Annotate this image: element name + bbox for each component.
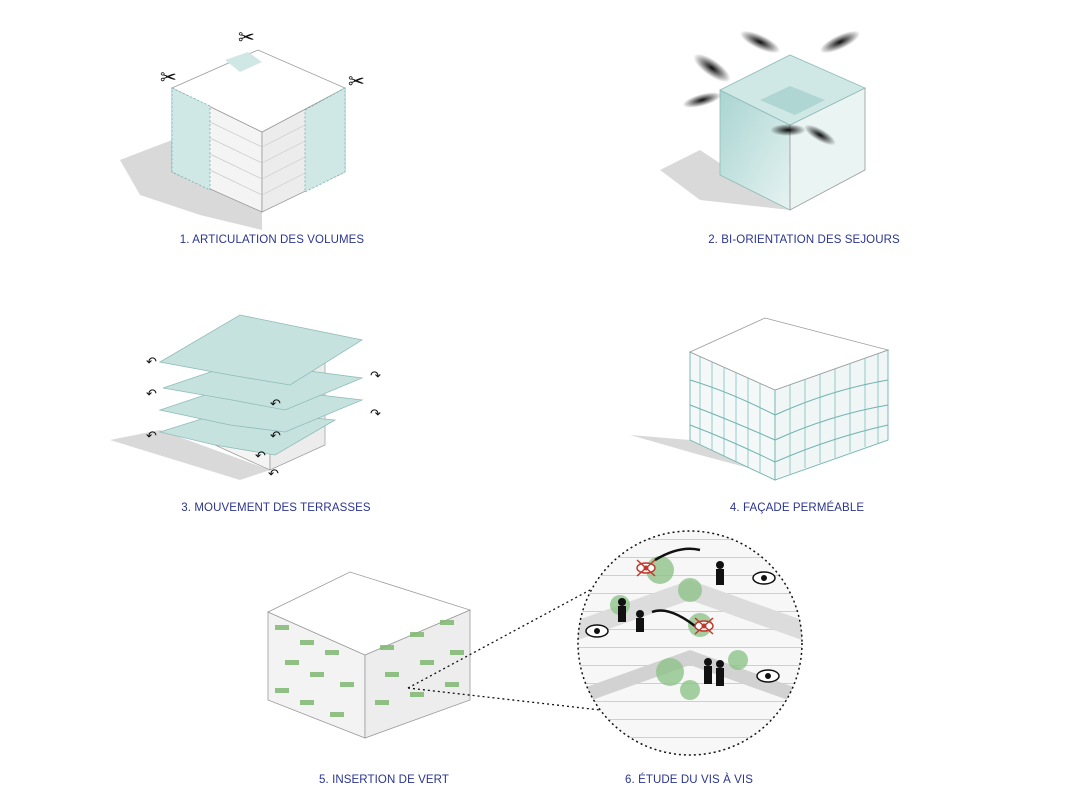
- diagram-facade-permeable: [630, 317, 890, 481]
- light-beam-icon: [739, 30, 781, 54]
- rotate-arrow-icon: ↶: [268, 467, 279, 482]
- rotate-arrow-icon: ↷: [370, 369, 382, 384]
- light-beam-icon: [819, 30, 861, 54]
- ground-shadow: [110, 430, 270, 480]
- ground-shadow: [630, 435, 775, 475]
- zoom-circle-border: [577, 530, 803, 756]
- facade-roof: [689, 317, 890, 391]
- scissors-icon: ✂: [348, 69, 365, 93]
- caption-articulation-volumes: 1. ARTICULATION DES VOLUMES: [179, 234, 365, 246]
- eye-icon: [752, 571, 776, 585]
- zoom-detail: [578, 531, 802, 755]
- crossed-eye-icon: [636, 559, 656, 577]
- diagram-bi-orientation: [660, 30, 866, 211]
- diagram-insertion-vert: [267, 571, 601, 739]
- ground-shadow: [660, 150, 790, 210]
- cut-strip-roof: [225, 52, 262, 72]
- light-beam-icon: [693, 53, 731, 83]
- rotate-arrow-icon: ↶: [270, 429, 281, 444]
- rotate-arrow-icon: ↶: [146, 429, 157, 444]
- facade-floor-bands: [689, 379, 889, 463]
- roof-notch: [760, 86, 825, 115]
- view-arrow: [654, 547, 701, 562]
- rotate-arrow-icon: ↶: [270, 397, 281, 412]
- caption-etude-vis-a-vis: 6. ÉTUDE DU VIS À VIS: [625, 774, 753, 786]
- diagram-etude-vis-a-vis: [577, 530, 803, 756]
- planters: [275, 620, 464, 717]
- block-roof: [267, 571, 472, 656]
- rotate-arrow-icon: ↷: [370, 407, 382, 422]
- rotate-arrow-icon: ↶: [146, 355, 157, 370]
- light-beam-icon: [804, 124, 836, 146]
- eye-icon: [756, 669, 780, 683]
- scissors-icon: ✂: [238, 25, 255, 49]
- floor-lines: [209, 121, 306, 196]
- people: [618, 561, 724, 686]
- caption-insertion-vert: 5. INSERTION DE VERT: [318, 774, 450, 786]
- eye-icon: [585, 624, 609, 638]
- zoom-line: [407, 687, 601, 711]
- caption-mouvement-terrasses: 3. MOUVEMENT DES TERRASSES: [181, 502, 371, 514]
- facade-mullions: [699, 354, 879, 474]
- ground-shadow: [120, 140, 262, 230]
- crossed-eye-icon: [694, 617, 714, 635]
- diagram-articulation-volumes: ✂ ✂ ✂: [120, 25, 365, 230]
- rotate-arrow-icon: ↶: [255, 449, 266, 464]
- rotate-arrow-icon: ↶: [146, 387, 157, 402]
- light-beam-icon: [770, 124, 806, 136]
- cut-strip-left: [171, 87, 211, 191]
- diagram-mouvement-terrasses: ↶ ↶ ↶ ↷ ↷ ↶ ↶ ↶ ↶: [110, 314, 382, 482]
- caption-bi-orientation: 2. BI-ORIENTATION DES SEJOURS: [708, 234, 900, 246]
- cut-strip-right: [304, 87, 346, 193]
- light-beam-icon: [682, 92, 722, 108]
- caption-facade-permeable: 4. FAÇADE PERMÉABLE: [729, 502, 865, 514]
- rotation-arrows: ↶ ↶ ↶ ↷ ↷ ↶ ↶ ↶ ↶: [146, 355, 382, 482]
- scissors-icon: ✂: [160, 65, 177, 89]
- terrace-slabs: [158, 314, 364, 456]
